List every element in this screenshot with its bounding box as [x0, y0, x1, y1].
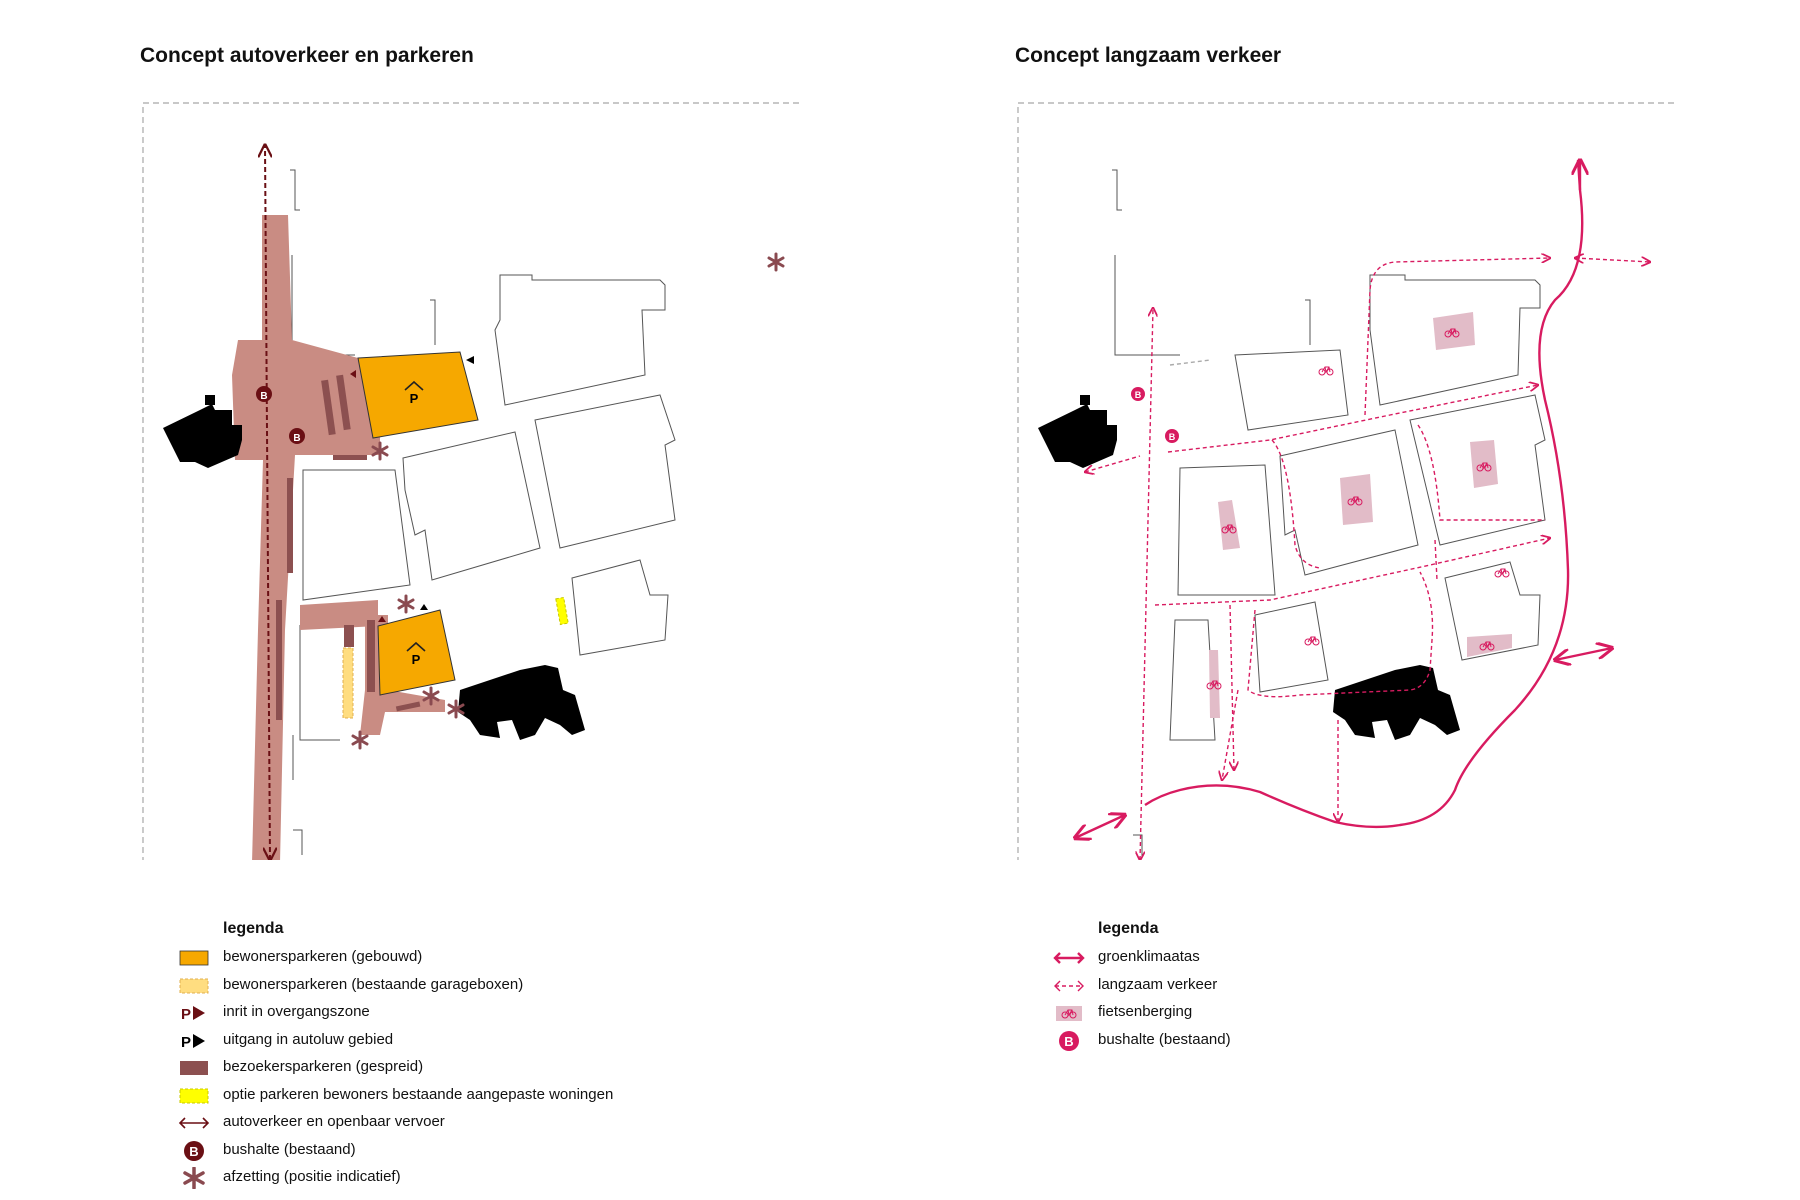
- right-legend: legenda groenklimaatas langzaam verkeer …: [1053, 920, 1231, 1058]
- legend-label: inrit in overgangszone: [223, 1003, 370, 1020]
- bike-storage-icon: [1056, 1006, 1082, 1021]
- bus-stop-icon: B: [1165, 429, 1179, 443]
- car-parking-map: P P B B: [142, 102, 800, 860]
- legend-label: langzaam verkeer: [1098, 975, 1218, 993]
- garage-boxes: [342, 647, 354, 719]
- bus-stop-icon: B: [289, 428, 305, 444]
- svg-text:B: B: [260, 391, 267, 402]
- bus-stop-icon: B: [256, 386, 272, 402]
- exit-marker: [466, 356, 474, 364]
- solid-double-arrow-icon: [1053, 952, 1085, 964]
- legend-item: bewonersparkeren (bestaande garageboxen): [179, 975, 613, 1003]
- parking-mark-south: P: [412, 652, 421, 667]
- brown-swatch-icon: [180, 1061, 208, 1075]
- legend-item: B bushalte (bestaand): [184, 1140, 613, 1168]
- dashed-double-arrow-icon: [1054, 980, 1084, 991]
- visitor-parking: [276, 374, 421, 720]
- legend-heading: legenda: [1098, 920, 1159, 937]
- exit-marker-south: [420, 604, 428, 610]
- left-legend: legenda bewonersparkeren (gebouwd) bewon…: [178, 920, 614, 1195]
- legend-item: langzaam verkeer: [1054, 975, 1231, 1003]
- traffic-axis-arrow: [265, 145, 270, 860]
- slow-traffic-map: B B: [1017, 102, 1675, 860]
- existing-buildings-black: [163, 395, 585, 740]
- existing-buildings-black: [1038, 395, 1460, 740]
- bus-stop-icon: B: [1131, 387, 1145, 401]
- map-frame: [142, 102, 800, 860]
- legend-item: autoverkeer en openbaar vervoer: [178, 1112, 613, 1140]
- parking-garage-icon-s: [406, 641, 426, 652]
- legend-label: fietsenberging: [1098, 1003, 1193, 1020]
- left-panel-title: Concept autoverkeer en parkeren: [140, 44, 474, 67]
- legend-label: bezoekersparkeren (gespreid): [223, 1058, 424, 1075]
- parking-garage-icon-n: [404, 380, 424, 391]
- parking-mark-north: P: [410, 391, 419, 406]
- svg-text:B: B: [1169, 432, 1176, 442]
- asterisk-icon: [397, 594, 415, 614]
- legend-label: optie parkeren bewoners bestaande aangep…: [223, 1085, 614, 1103]
- legend-label: autoverkeer en openbaar vervoer: [223, 1113, 445, 1130]
- legend-label: afzetting (positie indicatief): [223, 1168, 401, 1185]
- legend-item: afzetting (positie indicatief): [183, 1167, 613, 1195]
- right-panel-title: Concept langzaam verkeer: [1015, 44, 1282, 67]
- slow-traffic-routes: [1085, 258, 1650, 860]
- entrance-p-arrow-icon: P: [181, 1006, 205, 1023]
- entrance-marker: [350, 370, 356, 378]
- legend-label: bushalte (bestaand): [1098, 1030, 1231, 1048]
- legend-item: groenklimaatas: [1053, 947, 1231, 975]
- double-arrow-icon: [178, 1117, 210, 1129]
- svg-text:P: P: [181, 1006, 191, 1023]
- legend-item: bezoekersparkeren (gespreid): [180, 1057, 613, 1085]
- bus-stop-icon: B: [184, 1140, 204, 1161]
- legend-item: optie parkeren bewoners bestaande aangep…: [179, 1085, 614, 1113]
- entrance-marker-south: [378, 616, 386, 622]
- asterisk-icon: [767, 252, 785, 272]
- legend-item: bewonersparkeren (gebouwd): [179, 947, 613, 975]
- legend-item: P inrit in overgangszone: [181, 1002, 613, 1030]
- map-frame: [1017, 102, 1675, 860]
- svg-text:B: B: [1064, 1034, 1073, 1049]
- legend-item: P uitgang in autoluw gebied: [181, 1030, 613, 1058]
- resident-parking-north: [357, 351, 479, 439]
- legend-label: uitgang in autoluw gebied: [223, 1030, 394, 1048]
- svg-text:B: B: [189, 1144, 198, 1159]
- legend-label: bewonersparkeren (bestaande garageboxen): [223, 975, 524, 993]
- legend-item: B bushalte (bestaand): [1059, 1030, 1231, 1058]
- legend-label: groenklimaatas: [1098, 948, 1200, 965]
- orange-swatch-icon: [179, 950, 209, 966]
- yellow-swatch-icon: [179, 1088, 209, 1103]
- svg-text:P: P: [181, 1034, 191, 1051]
- legend-heading: legenda: [223, 920, 284, 937]
- svg-text:B: B: [1135, 390, 1142, 400]
- exit-p-arrow-icon: P: [181, 1033, 205, 1051]
- legend-label: bushalte (bestaand): [223, 1140, 356, 1158]
- asterisk-icon: [183, 1167, 205, 1189]
- legend-label: bewonersparkeren (gebouwd): [223, 948, 423, 965]
- green-climate-axis: [1075, 160, 1612, 838]
- resident-parking-south: [377, 609, 456, 696]
- legend-item: fietsenberging: [1056, 1002, 1231, 1030]
- bus-stop-icon: B: [1059, 1030, 1079, 1051]
- light-orange-swatch-icon: [179, 978, 209, 993]
- buildings: [302, 274, 676, 656]
- option-parking: [555, 596, 569, 626]
- svg-text:B: B: [293, 433, 300, 444]
